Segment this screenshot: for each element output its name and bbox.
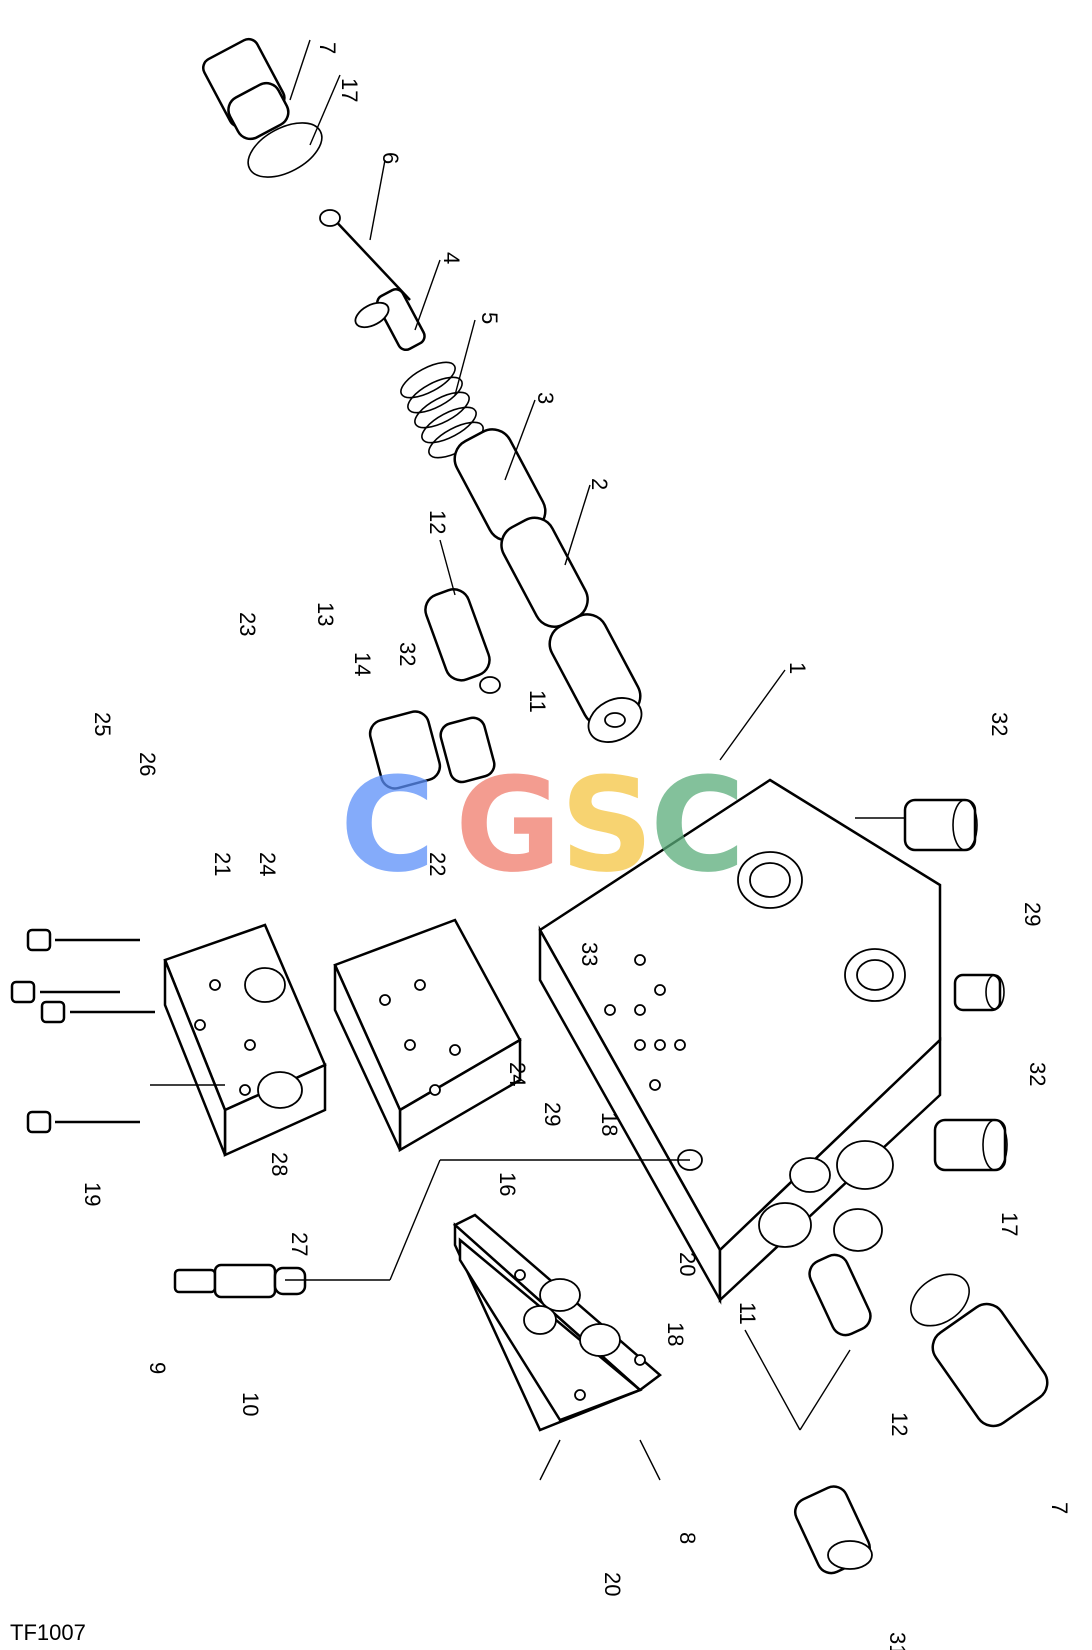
callout-21: 21	[210, 852, 235, 876]
callout-3: 3	[533, 392, 558, 404]
watermark-letter-4: C	[650, 749, 745, 901]
callout-31: 31	[885, 1632, 910, 1650]
bolts-19	[10, 928, 155, 1134]
callout-22: 22	[425, 852, 450, 876]
callout-10: 10	[238, 1392, 263, 1416]
callout-14: 14	[350, 652, 375, 676]
watermark-letter-1: C	[340, 749, 435, 901]
callout-1: 1	[785, 662, 810, 674]
callout-9: 9	[145, 1362, 170, 1374]
callout-24-top: 24	[255, 852, 280, 876]
cover-plate	[452, 1213, 662, 1432]
callout-17-top: 17	[337, 78, 362, 102]
callout-6: 6	[378, 152, 403, 164]
callout-7-bottom: 7	[1047, 1502, 1072, 1514]
watermark-letter-3: S	[560, 749, 654, 901]
spacer-block	[333, 918, 522, 1153]
callout-20-bottom: 20	[600, 1572, 625, 1596]
callout-23: 23	[235, 612, 260, 636]
manifold-block	[163, 923, 327, 1157]
callout-12-bottom: 12	[887, 1412, 912, 1436]
callout-11-bottom: 11	[735, 1302, 760, 1325]
spool-assembly	[202, 37, 643, 743]
callout-12-top: 12	[425, 510, 450, 534]
upper-cartridges	[368, 588, 873, 1575]
leader-lines	[150, 39, 851, 1481]
callout-5: 5	[477, 312, 502, 324]
callout-11-top: 11	[525, 690, 550, 713]
callout-18-top: 18	[597, 1112, 622, 1136]
callout-16: 16	[495, 1172, 520, 1196]
callout-33: 33	[577, 942, 602, 966]
callout-32-right-mid: 32	[1025, 1062, 1050, 1086]
callout-7-top: 7	[315, 42, 340, 54]
callout-17-bottom: 17	[997, 1212, 1022, 1236]
callout-25: 25	[90, 712, 115, 736]
callout-29-mid: 29	[540, 1102, 565, 1126]
callout-28: 28	[267, 1152, 292, 1176]
callout-labels: 7 17 6 4 5 3 2 12 11 1 32 23 13 14 32 25…	[80, 42, 1072, 1650]
callout-19: 19	[80, 1182, 105, 1206]
callout-8: 8	[675, 1532, 700, 1544]
callout-32-right-top: 32	[987, 712, 1012, 736]
watermark: C G S C	[340, 749, 745, 901]
callout-32-mid: 32	[395, 642, 420, 666]
valve-9	[173, 1263, 307, 1299]
callout-26: 26	[135, 752, 160, 776]
callout-13: 13	[313, 602, 338, 626]
callout-18-bottom: 18	[663, 1322, 688, 1346]
spring	[400, 361, 484, 459]
lower-plug	[910, 1273, 1049, 1428]
callout-2: 2	[587, 478, 612, 490]
callout-29-right: 29	[1020, 902, 1045, 926]
callout-24-bottom: 24	[505, 1062, 530, 1086]
watermark-letter-2: G	[455, 749, 562, 901]
valve-body	[538, 778, 942, 1305]
right-plugs	[855, 798, 1008, 1172]
callout-27: 27	[287, 1232, 312, 1256]
figure-code: TF1007	[10, 1620, 86, 1645]
callout-4: 4	[439, 252, 464, 264]
callout-20-right: 20	[675, 1252, 700, 1276]
